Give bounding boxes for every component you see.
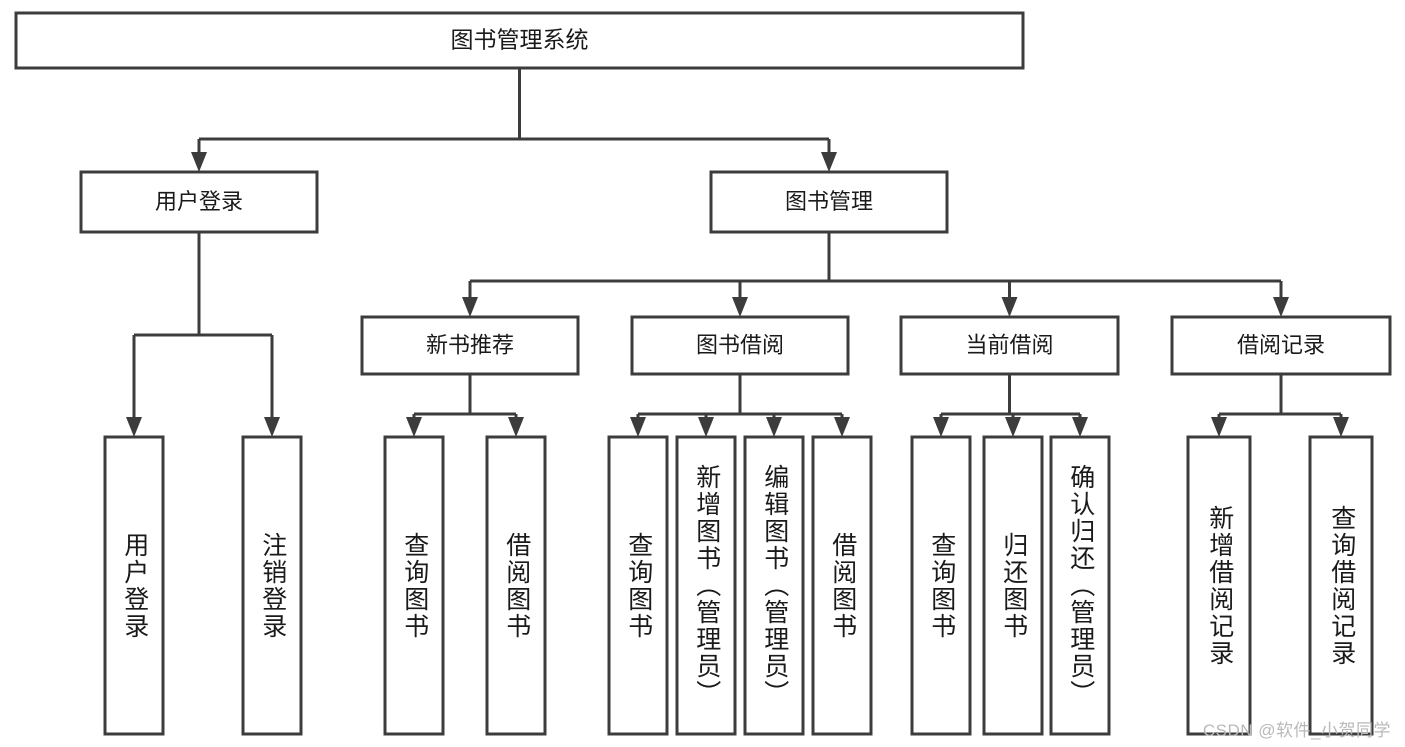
- level1-arrow-1-head: [821, 152, 837, 172]
- leaf-arrow-4-head: [630, 417, 646, 437]
- leaf-node-9-box[interactable]: [982, 435, 1044, 736]
- leaf-node-1-box[interactable]: [241, 435, 303, 736]
- watermark: CSDN @软件_小贺同学: [1202, 721, 1391, 740]
- leaf-arrow-10-head: [1072, 417, 1088, 437]
- leaf-arrow-11-head: [1211, 417, 1227, 437]
- level1-node-0-box[interactable]: [79, 170, 319, 234]
- leaf-arrow-1-head: [264, 417, 280, 437]
- leaf-arrow-5-head: [698, 417, 714, 437]
- leaf-node-8-box[interactable]: [910, 435, 972, 736]
- leaf-arrow-8-head: [933, 417, 949, 437]
- root-node-label: 图书管理系统: [451, 27, 589, 53]
- level2-arrow-0-head: [462, 297, 478, 317]
- leaf-arrow-12-head: [1333, 417, 1349, 437]
- leaf-arrow-7-head: [834, 417, 850, 437]
- leaf-node-11-box[interactable]: [1186, 435, 1252, 736]
- leaf-node-7-box[interactable]: [811, 435, 873, 736]
- level2-node-0-label: 新书推荐: [426, 332, 514, 357]
- level2-node-1-label: 图书借阅: [696, 332, 784, 357]
- leaf-node-0-box[interactable]: [103, 435, 165, 736]
- leaf-node-3-box[interactable]: [485, 435, 547, 736]
- leaf-arrow-3-head: [508, 417, 524, 437]
- level2-arrow-3-head: [1273, 297, 1289, 317]
- level1-node-0-label: 用户登录: [155, 189, 243, 214]
- leaf-node-6-box[interactable]: [743, 435, 805, 736]
- leaf-node-5-box[interactable]: [675, 435, 737, 736]
- level1-node-1-box[interactable]: [709, 170, 949, 234]
- leaf-node-12-box[interactable]: [1308, 435, 1374, 736]
- leaf-arrow-2-head: [406, 417, 422, 437]
- leaf-arrow-0-head: [126, 417, 142, 437]
- level2-arrow-2-head: [1001, 297, 1018, 317]
- level2-node-3-label: 借阅记录: [1237, 332, 1325, 357]
- leaf-node-2-box[interactable]: [383, 435, 445, 736]
- leaf-arrow-9-head: [1005, 417, 1021, 437]
- leaf-node-10-box[interactable]: [1049, 435, 1111, 736]
- level2-node-3-box[interactable]: [1170, 315, 1392, 376]
- level1-node-1-label: 图书管理: [785, 189, 873, 214]
- leaf-node-4-box[interactable]: [607, 435, 669, 736]
- root-node-box[interactable]: [14, 11, 1025, 70]
- level2-arrow-1-head: [732, 297, 748, 317]
- level1-arrow-0-head: [191, 152, 207, 172]
- leaf-arrow-6-head: [766, 417, 782, 437]
- level2-node-2-label: 当前借阅: [965, 332, 1053, 357]
